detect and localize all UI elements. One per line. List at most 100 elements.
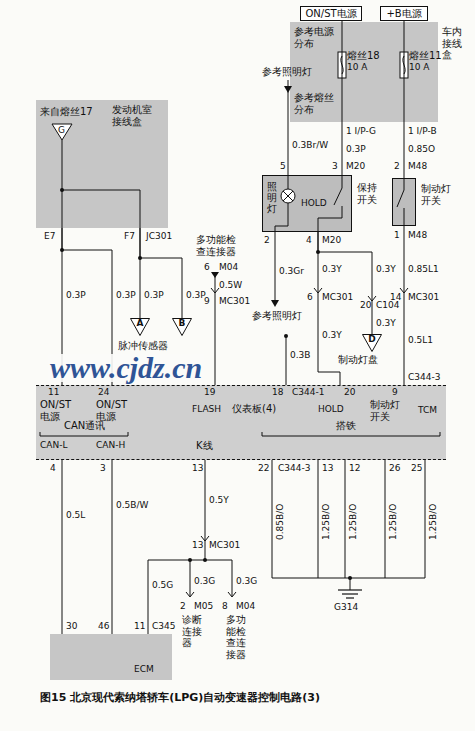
- wire: [440, 432, 441, 436]
- pin-label: 0.3Y: [322, 264, 342, 274]
- note-label: 参考照明灯: [262, 66, 312, 78]
- wire: [40, 432, 41, 436]
- triangle-outline: [173, 319, 192, 336]
- junction-dot: [284, 334, 288, 338]
- connector-mark: [186, 592, 194, 597]
- pin-label: M48: [408, 230, 427, 240]
- pin-label: C344-1: [292, 387, 324, 397]
- node-text: +B电源: [386, 8, 421, 20]
- arrow-head: [211, 272, 219, 278]
- wire: [286, 336, 287, 385]
- pin-label: E7: [44, 231, 55, 241]
- pin-label: 0.85B/O: [276, 504, 285, 540]
- wire: [262, 436, 440, 437]
- pin-label: 0.3Y: [376, 318, 396, 328]
- pin-label: MC301: [408, 292, 439, 302]
- wire: [128, 432, 129, 436]
- pin-label: 10 A: [347, 62, 367, 72]
- node-text: A: [137, 318, 144, 328]
- triangle-outline: [363, 335, 382, 352]
- pin-label: 3: [332, 161, 338, 171]
- pin-label: 0.5W: [219, 280, 242, 290]
- wire: [318, 206, 342, 232]
- junction-dot: [60, 188, 352, 580]
- pin-label: 0.85L1: [408, 264, 439, 274]
- pin-label: 0.3Gr: [279, 266, 304, 276]
- node-fill: [50, 634, 172, 680]
- pin-label: C344-3: [408, 372, 440, 382]
- node-text: 车内接线盒: [442, 26, 470, 61]
- wire: [275, 232, 276, 300]
- ground-symbol: [342, 593, 358, 594]
- pin-label: 2: [180, 601, 186, 611]
- pin-label: 10 A: [409, 62, 429, 72]
- ground-symbol: [338, 589, 362, 590]
- junction-dot: [348, 576, 352, 580]
- wire: [342, 21, 343, 175]
- pin-label: 0.5Y: [209, 495, 229, 505]
- node-fill: [290, 22, 438, 122]
- pin-label: 12: [349, 463, 360, 473]
- connector-triangle: B: [172, 318, 192, 336]
- pin-label: F7: [124, 231, 135, 241]
- pin-label: G314: [334, 602, 358, 612]
- power-box: +B电源: [380, 6, 428, 21]
- pin-label: 13: [192, 540, 203, 550]
- wire: [272, 460, 273, 578]
- pin-label: 0.3P: [116, 290, 136, 300]
- note-label: CAN通讯: [64, 420, 105, 432]
- arrow-head: [271, 300, 279, 307]
- pin-label: 14: [390, 292, 401, 302]
- pin-label: 0.3G: [194, 576, 215, 586]
- pin-label: 0.3B: [290, 350, 311, 360]
- pin-label: 0.3Y: [376, 264, 396, 274]
- wire: [215, 272, 216, 385]
- pin-label: 22: [258, 463, 269, 473]
- pin-label: 3: [100, 463, 106, 473]
- note-label: 参考电源分布: [294, 26, 340, 49]
- pin-label: MC301: [322, 292, 353, 302]
- wire: [288, 175, 289, 189]
- wire: [112, 460, 113, 634]
- node-text: 保持开关: [357, 182, 381, 205]
- pin-label: 1.25B/O: [389, 504, 398, 540]
- fills: [36, 6, 446, 680]
- note-label: 诊断连接器: [182, 614, 206, 649]
- connector-mark: [228, 592, 236, 597]
- pin-label: 0.85O: [408, 144, 435, 154]
- note-label: 搭铁: [336, 420, 356, 432]
- note-label: 制动灯开关: [370, 399, 402, 422]
- node-fill: [392, 178, 416, 226]
- pin-label: M48: [408, 161, 427, 171]
- pin-label: 25: [411, 463, 422, 473]
- pin-label: 30: [66, 621, 77, 631]
- pin-label: 26: [389, 463, 400, 473]
- pin-label: 2: [394, 161, 400, 171]
- pin-label: M04: [236, 601, 255, 611]
- note-label: 多功能检查连接器: [196, 234, 240, 257]
- fuse-source: [52, 124, 72, 140]
- connector-mark: [211, 288, 219, 293]
- watermark: www.cjdz.cn: [48, 354, 204, 382]
- pin-label: 18: [272, 387, 283, 397]
- wire: [40, 436, 128, 437]
- pin-label: 0.3P: [346, 144, 366, 154]
- pin-label: M04: [219, 262, 238, 272]
- pin-label: 0.5L1: [408, 335, 433, 345]
- pin-label: 1.25B/O: [349, 504, 358, 540]
- pin-label: 13: [322, 463, 333, 473]
- pin-label: 20: [360, 300, 371, 310]
- node-text: 仪表板(4): [232, 403, 276, 415]
- pin-label: 0.3P: [66, 290, 86, 300]
- connector-triangle: D: [362, 334, 382, 352]
- node-text: 照明灯: [267, 181, 277, 214]
- junction-dot: [60, 188, 64, 192]
- pin-label: M05: [194, 601, 213, 611]
- note-label: 来自熔丝17: [40, 106, 96, 118]
- wire: [425, 460, 426, 578]
- pin-label: CAN-H: [96, 440, 125, 450]
- pin-label: 5: [280, 161, 286, 171]
- wire: [334, 175, 342, 205]
- wire: [318, 460, 319, 578]
- pin-label: 11: [48, 387, 59, 397]
